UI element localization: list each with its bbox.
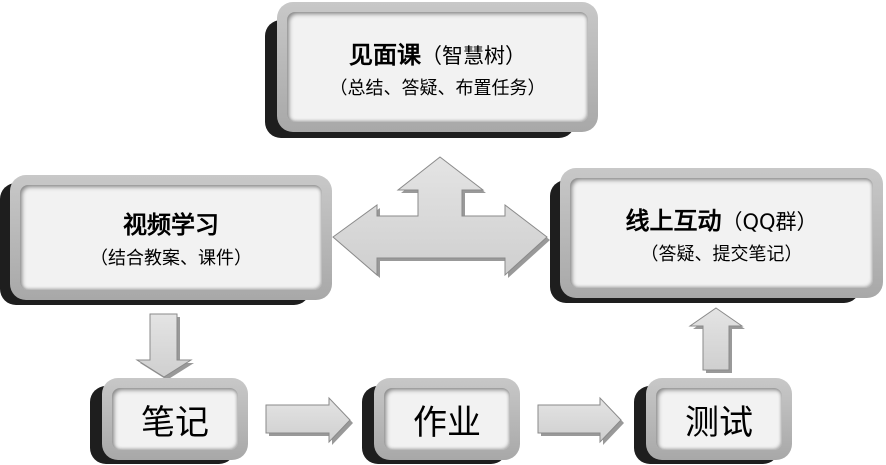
up-arrow: [688, 307, 745, 373]
card-subtitle: （总结、答疑、布置任务）: [329, 77, 546, 99]
card-meeting-class: 见面课（智慧树） （总结、答疑、布置任务）: [265, 2, 598, 138]
step-test: 测试: [634, 378, 794, 464]
right-arrow-2: [537, 396, 624, 445]
card-subtitle: （结合教案、课件）: [90, 248, 252, 269]
down-arrow: [135, 313, 194, 380]
card-title: 见面课: [349, 40, 421, 69]
card-title: 线上互动: [625, 206, 722, 235]
step-label: 测试: [685, 402, 753, 443]
card-video-learning: 视频学习 （结合教案、课件）: [0, 175, 332, 305]
three-way-arrow: [332, 156, 550, 278]
card-subtitle: （答疑、提交笔记）: [640, 243, 803, 265]
card-title: 视频学习: [123, 211, 219, 239]
card-title-note: （智慧树）: [421, 43, 526, 68]
right-arrow-1: [265, 396, 353, 445]
card-title-note: （QQ群）: [721, 209, 818, 234]
step-homework: 作业: [362, 378, 522, 464]
step-label: 作业: [413, 402, 481, 443]
step-notes: 笔记: [90, 378, 250, 464]
step-label: 笔记: [141, 402, 209, 443]
card-online-interaction: 线上互动（QQ群） （答疑、提交笔记）: [550, 168, 883, 303]
